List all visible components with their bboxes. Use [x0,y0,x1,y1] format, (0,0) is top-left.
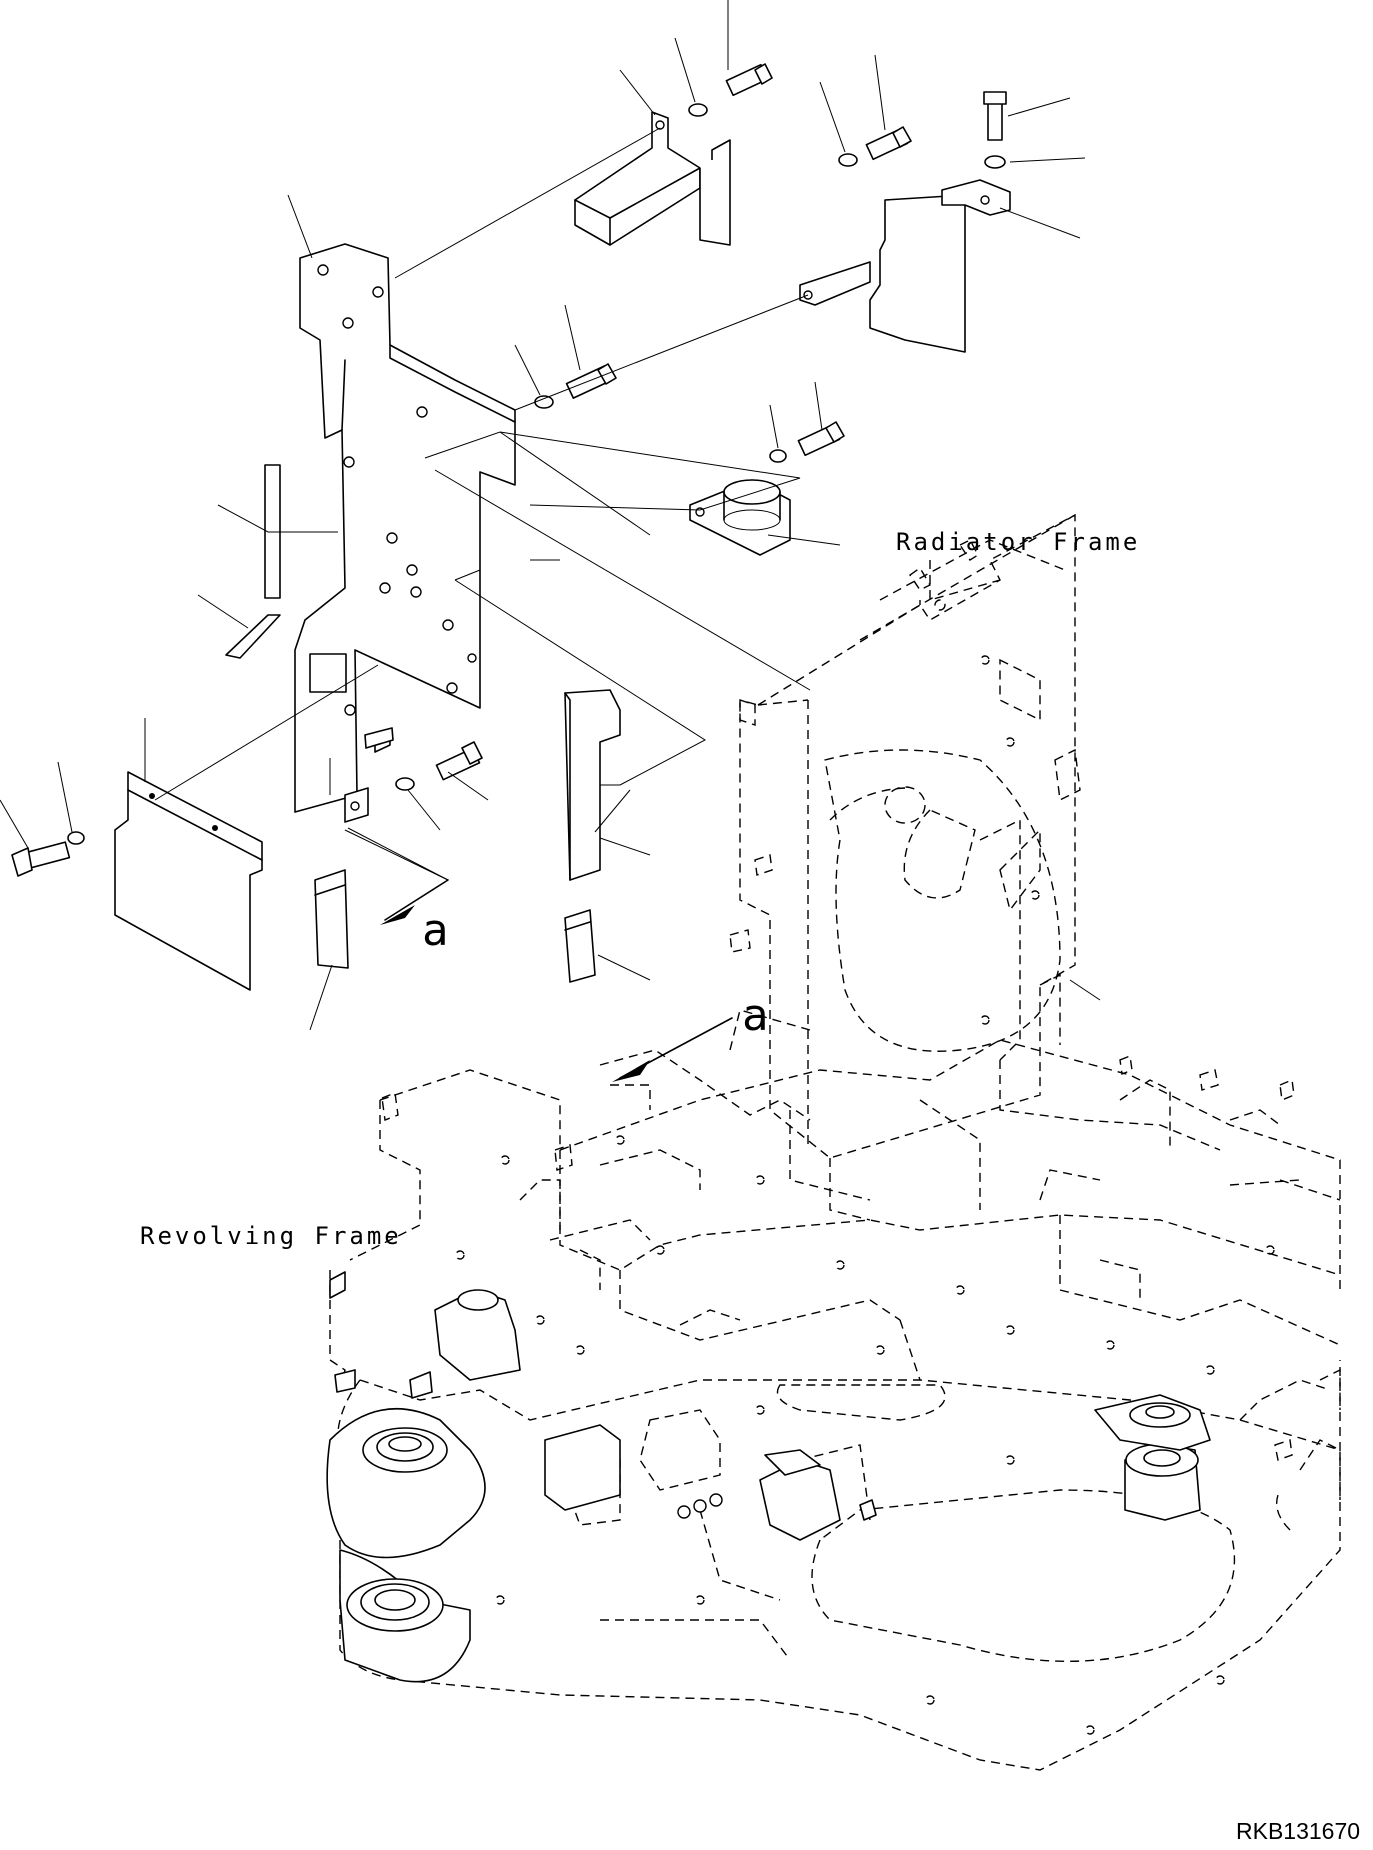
vertical-bracket [294,243,516,823]
radiator-frame [729,513,1081,1159]
bolt-mid-1 [565,363,617,399]
revolving-frame [326,1009,1341,1771]
lower-cover [114,771,263,991]
bolt-top-2 [865,126,912,161]
view-marker-lower: a [742,990,769,1041]
radiator-frame-label: Radiator Frame [896,528,1141,556]
cover-plate [799,179,1011,353]
view-marker-upper: a [422,905,449,956]
leader-lines [0,0,1101,1031]
assembly-lines [154,127,811,833]
bolt-top-3 [983,91,1007,141]
seal-strips [225,464,621,983]
bolt-mid-2 [797,421,845,457]
drawing-number: RKB131670 [1236,1818,1361,1844]
bolt-lower-2 [11,841,71,877]
tray-bracket [574,111,731,246]
cap-bracket [689,479,791,556]
bolt-top-1 [725,63,773,97]
revolving-frame-label: Revolving Frame [140,1222,402,1250]
view-arrows [344,829,733,1082]
bolt-lower-1 [435,741,483,781]
